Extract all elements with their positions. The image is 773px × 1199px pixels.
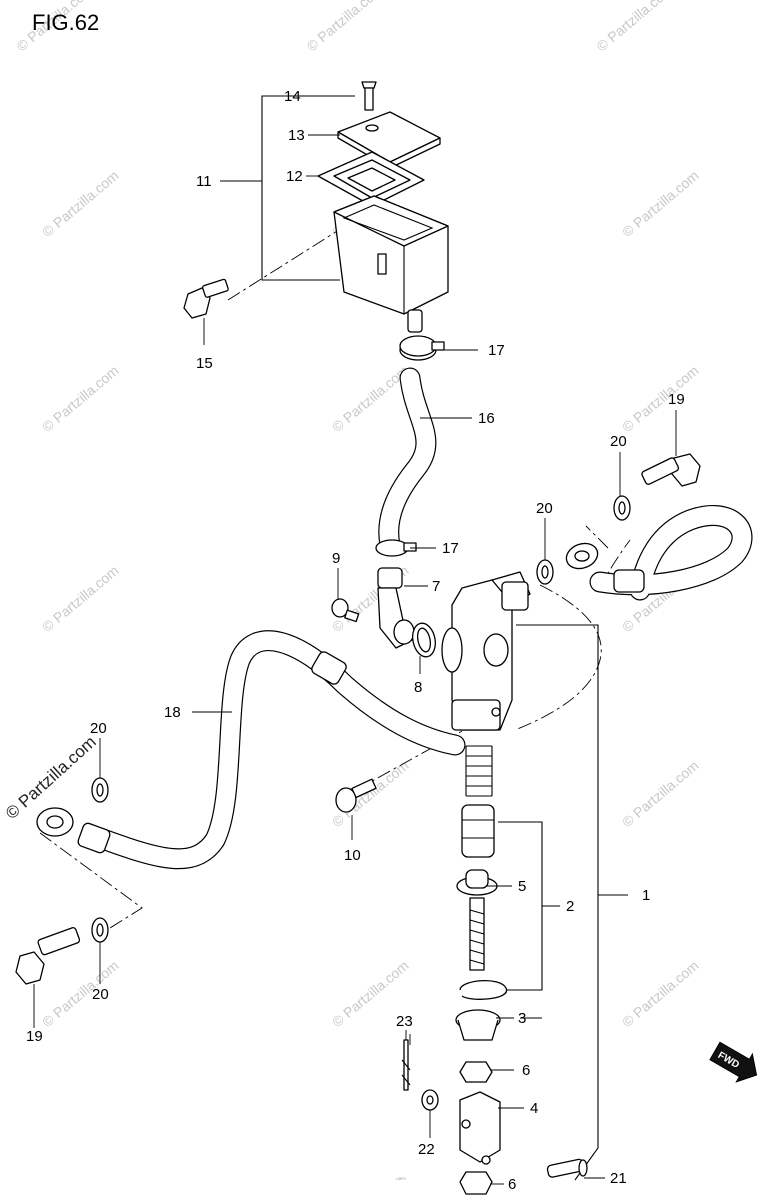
banjo-bolt-19-lower — [15, 926, 81, 985]
watermark: © Partzilla.com — [619, 167, 702, 240]
washer-20-d — [91, 917, 109, 943]
hose-16 — [378, 367, 437, 556]
callout-19-upper: 19 — [668, 391, 685, 408]
callout-10: 10 — [344, 847, 361, 864]
figure-title: FIG.62 — [32, 10, 99, 35]
bolt-15 — [183, 278, 229, 319]
hose-upper-right — [565, 505, 753, 601]
watermark: © Partzilla.com — [619, 757, 702, 830]
clevis-pin-21 — [546, 1158, 588, 1178]
leader-lines — [33, 95, 677, 1185]
washer-20-a — [613, 495, 631, 521]
callout-5: 5 — [518, 878, 526, 895]
fwd-direction-badge: FWD — [709, 1041, 758, 1083]
callout-17-upper: 17 — [488, 342, 505, 359]
callout-4: 4 — [530, 1100, 538, 1117]
washer-20-b — [536, 559, 554, 585]
washer-22 — [421, 1089, 439, 1111]
o-ring-8 — [412, 622, 436, 658]
cotter-pin-23 — [401, 1039, 411, 1091]
callout-19-lower: 19 — [26, 1028, 43, 1045]
footer-code: U5F0 — [396, 1176, 407, 1181]
callout-3: 3 — [518, 1010, 526, 1027]
clevis-4 — [459, 1091, 501, 1165]
callout-1: 1 — [642, 887, 650, 904]
screw-9 — [331, 598, 360, 623]
callout-8: 8 — [414, 679, 422, 696]
watermark: © Partzilla.com — [39, 957, 122, 1030]
watermark: © Partzilla.com — [619, 362, 702, 435]
callout-18: 18 — [164, 704, 181, 721]
callout-20-b: 20 — [536, 500, 553, 517]
callout-7: 7 — [432, 578, 440, 595]
watermark: © Partzilla.com — [39, 562, 122, 635]
callout-2: 2 — [566, 898, 574, 915]
watermark: © Partzilla.com — [303, 0, 386, 54]
callout-12: 12 — [286, 168, 303, 185]
callout-16: 16 — [478, 410, 495, 427]
callout-11: 11 — [196, 173, 212, 190]
washer-20-c — [91, 777, 109, 803]
circlip — [459, 980, 507, 1000]
hose-18 — [36, 630, 466, 870]
watermark: © Partzilla.com — [39, 362, 122, 435]
watermark-layer: © Partzilla.com © Partzilla.com © Partzi… — [2, 0, 702, 1030]
callout-13: 13 — [288, 127, 305, 144]
callout-9: 9 — [332, 550, 340, 567]
callout-6-upper: 6 — [522, 1062, 530, 1079]
callout-20-d: 20 — [92, 986, 109, 1003]
boot-3 — [455, 1009, 501, 1041]
piston — [461, 804, 495, 858]
banjo-bolt-19-upper — [641, 453, 701, 487]
callouts: 14 13 12 11 15 17 16 17 9 7 8 19 20 20 1… — [26, 88, 685, 1193]
watermark: © Partzilla.com — [619, 957, 702, 1030]
callout-21: 21 — [610, 1170, 627, 1187]
nut-6-upper — [459, 1061, 493, 1083]
reservoir-assembly — [317, 81, 449, 333]
watermark: © Partzilla.com — [39, 167, 122, 240]
watermark: © Partzilla.com — [593, 0, 676, 54]
callout-17-lower: 17 — [442, 540, 459, 557]
watermark: © Partzilla.com — [329, 362, 412, 435]
callout-14: 14 — [284, 88, 301, 105]
spring — [465, 745, 493, 797]
callout-23: 23 — [396, 1013, 413, 1030]
callout-6-lower: 6 — [508, 1176, 516, 1193]
master-cylinder-body — [441, 571, 531, 731]
clamp-17-lower — [375, 539, 417, 557]
push-rod-5 — [456, 869, 498, 971]
nut-6-lower — [459, 1171, 493, 1195]
callout-22: 22 — [418, 1141, 435, 1158]
clamp-17-upper — [399, 335, 445, 361]
callout-15: 15 — [196, 355, 213, 372]
callout-20-c: 20 — [90, 720, 107, 737]
callout-20-a: 20 — [610, 433, 627, 450]
inlet-joint-7 — [377, 567, 415, 649]
bolt-10 — [335, 778, 377, 813]
